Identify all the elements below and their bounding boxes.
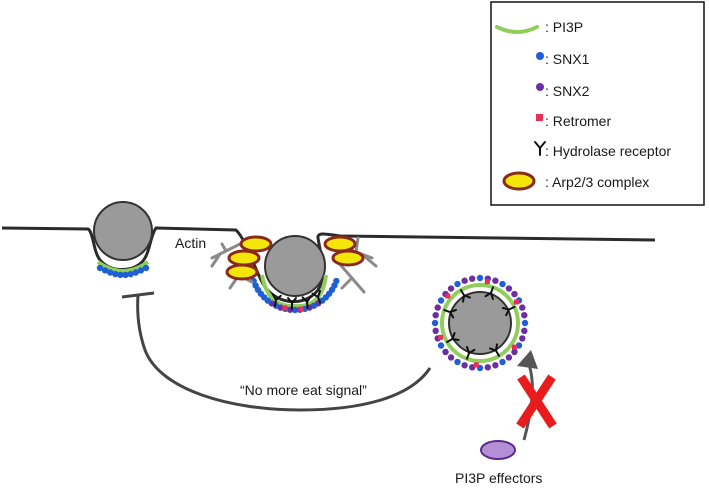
hydrolase-receptor-marker: [443, 309, 457, 319]
snx2-marker: [519, 335, 526, 342]
snx2-marker: [521, 311, 528, 319]
hydrolase-receptors: [271, 289, 322, 312]
hydrolase-receptor-marker: [311, 289, 322, 304]
snx1-marker: [127, 270, 134, 278]
snx1-marker: [96, 264, 104, 272]
snx1-marker: [122, 271, 129, 279]
inhibition-bar: [121, 291, 155, 299]
legend-snx1-label: : SNX1: [545, 51, 590, 67]
snx1-marker: [101, 267, 109, 274]
effector-arrowhead: [517, 350, 538, 369]
pi3p-layer: [96, 260, 150, 273]
hydrolase-receptor-marker: [501, 305, 516, 317]
retromer-marker: [473, 362, 479, 368]
legend-snx1-dot-icon: [536, 52, 544, 60]
hydrolase-receptor-marker: [287, 297, 297, 310]
snx1-marker: [437, 342, 445, 349]
pi3p-layer: [260, 274, 328, 309]
snx1-marker: [142, 264, 150, 272]
snx2-marker: [468, 275, 476, 282]
legend-frame: [490, 1, 705, 206]
snx1-row: [96, 264, 150, 279]
snx1-marker: [499, 358, 506, 366]
pi3p-effector: [480, 440, 516, 460]
snx1-marker: [112, 270, 119, 278]
snx2-marker: [468, 364, 476, 371]
snx2-marker: [447, 285, 455, 292]
legend-retromer-square-icon: [536, 114, 543, 121]
retromer-marker: [513, 299, 519, 305]
retromer-marker: [511, 344, 517, 350]
snx1-marker: [515, 342, 523, 349]
snx1-marker: [499, 280, 506, 288]
snx2-marker: [484, 364, 492, 371]
hydrolase-receptor-marker: [446, 332, 460, 343]
legend-retromer-label: : Retromer: [545, 113, 611, 129]
legend-snx2-dot-icon: [536, 83, 544, 91]
legend-snx2-label: : SNX2: [545, 83, 590, 99]
snx1-marker: [476, 274, 484, 282]
hydrolase-receptor-marker: [301, 295, 312, 309]
pi3p-effectors-label: PI3P effectors: [455, 470, 542, 486]
phagosome: [431, 274, 529, 372]
retromer-marker: [282, 305, 288, 311]
legend-hydrolase-receptor-icon: [534, 141, 546, 156]
snx1-marker: [521, 319, 529, 327]
retromer-marker: [445, 293, 451, 299]
actin-label: Actin: [175, 235, 206, 251]
hydrolase-receptor-marker: [484, 286, 494, 300]
hydrolase-receptors: [443, 286, 516, 360]
phagocytic-cup-late: [250, 235, 340, 314]
legend-arp23-label: : Arp2/3 complex: [545, 174, 649, 190]
legend-pi3p-line-icon: [495, 25, 539, 34]
snx2-marker: [511, 348, 518, 356]
snx1-marker: [117, 271, 124, 279]
retromer-marker: [484, 279, 490, 285]
legend-pi3p-label: : PI3P: [545, 19, 583, 35]
snx2-marker: [461, 362, 468, 369]
arp23-complexes-right: [323, 235, 365, 267]
snx2-marker: [442, 348, 449, 356]
blocked-x-icon: [516, 374, 557, 429]
snx2-marker: [505, 354, 513, 361]
snx-coat: [431, 274, 529, 372]
hydrolase-receptor-marker: [271, 293, 282, 307]
particle: [93, 201, 153, 261]
no-more-eat-signal-line: [136, 294, 432, 412]
snx2-marker: [519, 304, 526, 311]
legend: : PI3P : SNX1 : SNX2 : Retromer : Hydrol…: [490, 1, 705, 206]
snx1-marker: [454, 358, 461, 366]
snx1-marker: [132, 269, 139, 276]
snx2-marker: [492, 277, 499, 284]
snx2-marker: [447, 354, 455, 361]
snx1-marker: [454, 280, 461, 288]
snx2-marker: [511, 290, 518, 298]
no-more-eat-signal-label: “No more eat signal”: [240, 382, 367, 398]
snx2-marker: [492, 362, 499, 369]
snx2-marker: [434, 304, 441, 311]
snx2-marker: [505, 285, 513, 292]
phagocytic-cup-early: [93, 201, 153, 279]
arp23-complexes-left: [225, 235, 273, 281]
snx2-marker: [461, 277, 468, 284]
particle: [448, 291, 512, 355]
hydrolase-receptor-marker: [460, 289, 471, 303]
snx2-marker: [432, 311, 439, 319]
pi3p-layer: [440, 283, 520, 363]
snx1-marker: [437, 297, 445, 304]
retromer-marker: [438, 334, 444, 340]
retromer-marker: [298, 306, 304, 312]
snx1-marker: [137, 267, 145, 274]
legend-arp23-ellipse-icon: [502, 171, 536, 191]
snx1-marker: [291, 306, 299, 314]
snx2-marker: [432, 327, 439, 335]
snx1-marker: [107, 269, 114, 276]
snx2-marker: [521, 327, 528, 335]
hydrolase-receptor-marker: [489, 343, 500, 357]
snx1-marker: [431, 319, 439, 327]
hydrolase-receptor-marker: [466, 346, 476, 360]
legend-hydrolase-receptor-label: : Hydrolase receptor: [545, 143, 671, 159]
particle: [264, 235, 326, 297]
